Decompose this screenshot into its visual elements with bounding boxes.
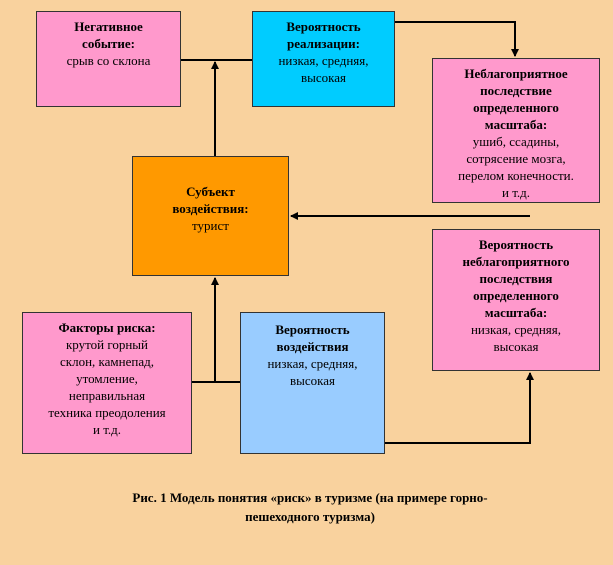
- negative-event-body: срыв со склона: [66, 53, 151, 68]
- subject-box: Субъект воздействия: турист: [132, 156, 289, 276]
- probability-realization-body: низкая, средняя, высокая: [278, 53, 369, 85]
- risk-factors-title: Факторы риска:: [58, 320, 156, 335]
- probability-impact-title: Вероятность воздействия: [275, 322, 350, 354]
- probability-impact-body: низкая, средняя, высокая: [267, 356, 358, 388]
- negative-event-box: Негативное событие: срыв со склона: [36, 11, 181, 107]
- probability-realization-box: Вероятность реализации: низкая, средняя,…: [252, 11, 395, 107]
- probability-consequence-body: низкая, средняя, высокая: [470, 322, 562, 354]
- subject-body: турист: [192, 218, 229, 233]
- risk-factors-body: крутой горный склон, камнепад, утомление…: [48, 337, 166, 437]
- probability-consequence-title: Вероятность неблагоприятного последствия…: [462, 237, 570, 320]
- adverse-consequence-box: Неблагоприятное последствие определенног…: [432, 58, 600, 203]
- adverse-consequence-body: ушиб, ссадины, сотрясение мозга, перелом…: [458, 134, 574, 200]
- risk-factors-box: Факторы риска: крутой горный склон, камн…: [22, 312, 192, 454]
- arrow-impact-to-consequence-probability: [385, 372, 534, 444]
- figure-caption: Рис. 1 Модель понятия «риск» в туризме (…: [132, 490, 488, 524]
- probability-impact-box: Вероятность воздействия низкая, средняя,…: [240, 312, 385, 454]
- probability-consequence-box: Вероятность неблагоприятного последствия…: [432, 229, 600, 371]
- subject-title: Субъект воздействия:: [172, 184, 249, 216]
- probability-realization-title: Вероятность реализации:: [286, 19, 361, 51]
- negative-event-title: Негативное событие:: [74, 19, 143, 51]
- arrow-probability-to-consequence: [395, 21, 519, 57]
- adverse-consequence-title: Неблагоприятное последствие определенног…: [464, 66, 568, 132]
